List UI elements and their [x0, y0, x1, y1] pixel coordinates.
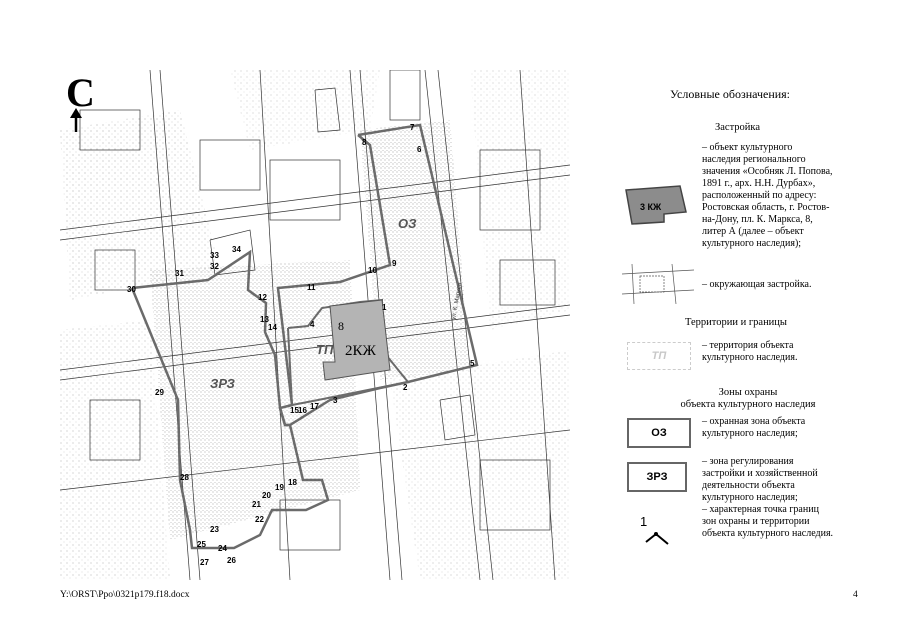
object-badge: 3 КЖ: [640, 202, 662, 212]
tp-zone-label: ТП: [316, 342, 334, 357]
zrz-description-line: деятельности объекта: [702, 480, 795, 491]
legend-section-territories: Территории и границы: [685, 317, 787, 328]
object-description-line: 1891 г., арх. Н.Н. Дурбах»,: [702, 178, 816, 189]
oz-zone-label: ОЗ: [398, 216, 417, 231]
boundary-point-icon: 1: [640, 514, 669, 545]
boundary-point-label: 26: [227, 556, 236, 565]
boundary-point-label: 15: [290, 406, 299, 415]
legend: Условные обозначения: Застройка 3 КЖ – о…: [600, 80, 890, 560]
boundary-point-label: 19: [275, 483, 284, 492]
boundary-point-label: 12: [258, 293, 267, 302]
boundary-point-label: 24: [218, 544, 227, 553]
boundary-point-label: 25: [197, 540, 206, 549]
boundary-point-label: 3: [333, 396, 338, 405]
oz-badge: ОЗ: [627, 418, 691, 448]
object-symbol: 3 КЖ: [625, 185, 687, 225]
boundary-point-label: 18: [288, 478, 297, 487]
map-background: [60, 70, 570, 580]
object-description-line: литер А (далее – объект: [702, 226, 804, 237]
boundary-point-label: 16: [298, 406, 307, 415]
boundary-point-label: 27: [200, 558, 209, 567]
boundary-point-label: 31: [175, 269, 184, 278]
oz-description-line: – охранная зона объекта: [702, 416, 806, 427]
boundary-point-label: 32: [210, 262, 219, 271]
footer-file-path: Y:\ORST\Ppo\0321p179.f18.docx: [60, 590, 190, 600]
object-description-line: наследия регионального: [702, 154, 806, 165]
boundary-point-label: 28: [180, 473, 189, 482]
boundary-point-label: 30: [127, 285, 136, 294]
boundary-point-label: 34: [232, 245, 241, 254]
zrz-description-line: – зона регулирования: [702, 456, 794, 467]
object-description-line: – объект культурного: [702, 142, 793, 153]
legend-title: Условные обозначения:: [670, 87, 791, 101]
tp-description-line: – территория объекта: [702, 340, 794, 351]
zrz-description-line: объекта культурного наследия.: [702, 528, 834, 539]
boundary-point-label: 10: [368, 266, 377, 275]
object-description-line: культурного наследия);: [702, 238, 802, 249]
boundary-point-label: 4: [310, 320, 315, 329]
core-number: 8: [338, 319, 344, 333]
zrz-description-line: зон охраны и территории: [702, 516, 810, 527]
zones-title-line: Зоны охраны: [718, 387, 778, 398]
zrz-description-line: застройки и хозяйственной: [702, 468, 818, 479]
tp-description-line: культурного наследия.: [702, 352, 798, 363]
zrz-description-line: – характерная точка границ: [702, 504, 819, 515]
boundary-point-label: 33: [210, 251, 219, 260]
zrz-description-line: культурного наследия;: [702, 492, 798, 503]
boundary-point-label: 22: [255, 515, 264, 524]
boundary-point-label: 2: [403, 383, 408, 392]
boundary-point-label: 5: [470, 359, 475, 368]
boundary-point-label: 13: [260, 315, 269, 324]
boundary-point-label: 7: [410, 123, 415, 132]
zrz-badge: ЗРЗ: [627, 462, 687, 492]
surrounding-description: – окружающая застройка.: [702, 279, 812, 290]
tp-badge: ТП: [627, 342, 691, 370]
object-description-line: расположенный по адресу:: [702, 190, 817, 201]
boundary-point-label: 17: [310, 402, 319, 411]
footer-page-number: 4: [853, 590, 858, 600]
boundary-point-label: 20: [262, 491, 271, 500]
zones-title-line: объекта культурного наследия: [680, 399, 816, 410]
boundary-point-label: 11: [307, 283, 316, 292]
oz-boundary: [276, 123, 479, 427]
boundary-point-label: 21: [252, 500, 261, 509]
zrz-zone-label: ЗРЗ: [210, 376, 236, 391]
core-label: 2КЖ: [345, 343, 377, 359]
zrz-boundary: [130, 249, 330, 550]
object-description-line: на-Дону, пл. К. Маркса, 8,: [702, 214, 813, 225]
boundary-point-label: 14: [268, 323, 277, 332]
oz-description-line: культурного наследия;: [702, 428, 798, 439]
cultural-heritage-object[interactable]: [322, 299, 391, 381]
boundary-point-label: 9: [392, 259, 397, 268]
north-letter: С: [66, 70, 95, 115]
surrounding-symbol: [622, 264, 694, 304]
boundary-point-label: 8: [362, 138, 367, 147]
object-description-line: значения «Особняк Л. Попова,: [702, 166, 833, 177]
boundary-point-label: 29: [155, 388, 164, 397]
legend-section-buildings: Застройка: [715, 122, 761, 133]
point-symbol-number: 1: [640, 514, 647, 529]
boundary-point-label: 1: [382, 303, 387, 312]
boundary-point-label: 23: [210, 525, 219, 534]
north-arrow: С: [66, 70, 95, 132]
object-description-line: Ростовская область, г. Ростов-: [702, 202, 830, 213]
boundary-point-label: 6: [417, 145, 422, 154]
